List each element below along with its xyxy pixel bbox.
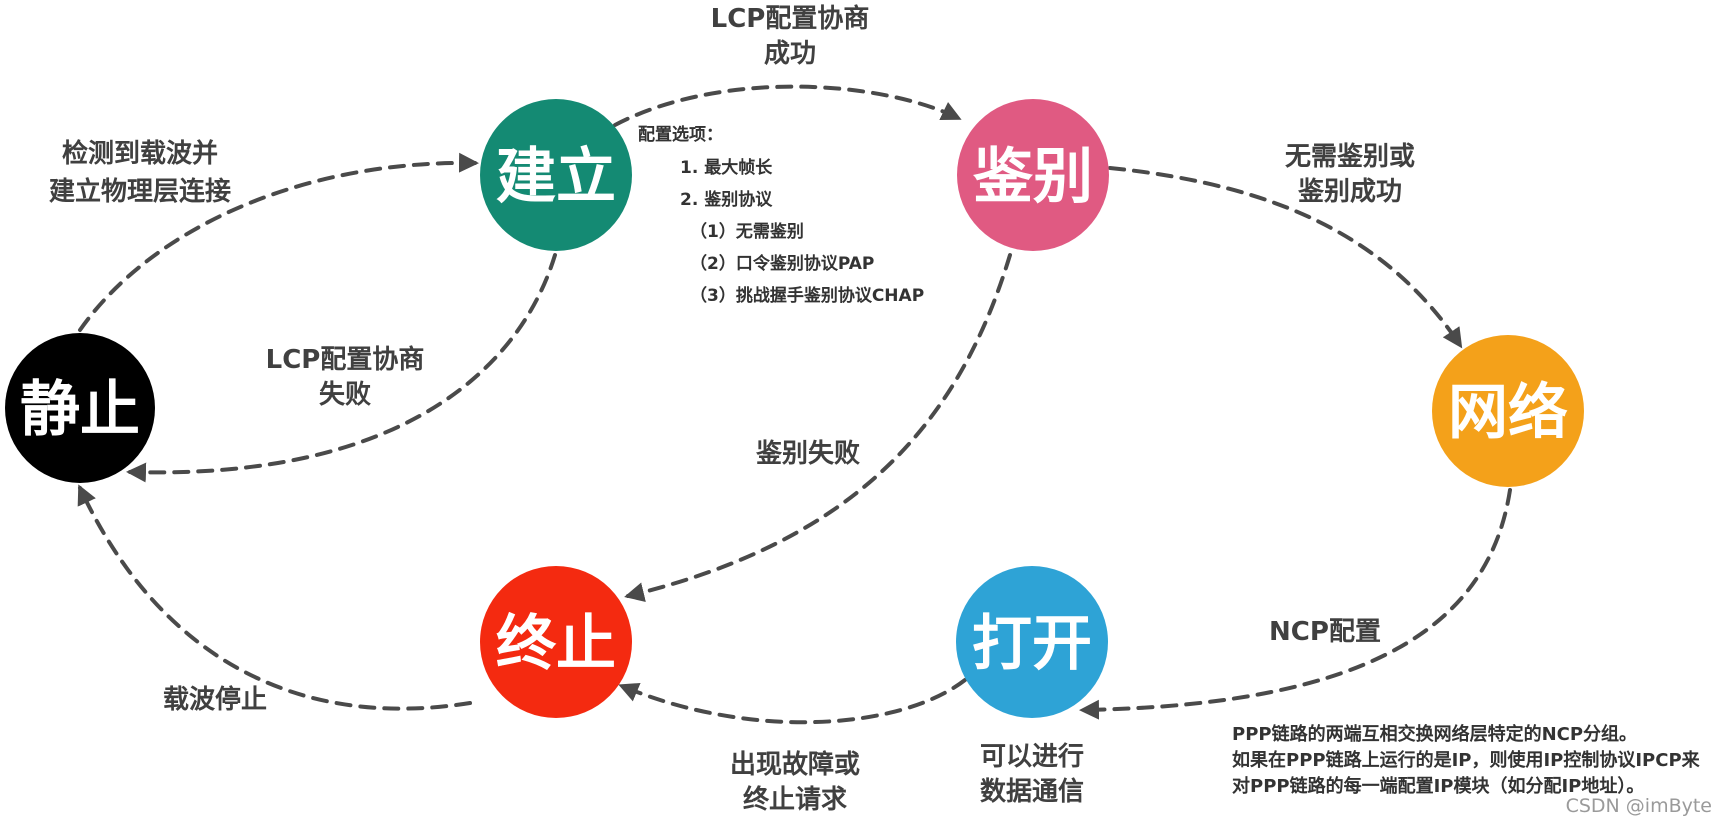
label-line: 成功 — [764, 39, 816, 69]
state-terminate-circle — [480, 566, 632, 718]
label-line: 检测到载波并 — [62, 138, 218, 169]
label-line: 鉴别失败 — [755, 439, 860, 469]
state-auth-circle — [957, 99, 1109, 251]
label-establish-to-static: LCP配置协商 失败 — [266, 344, 425, 410]
state-terminate: 终止 — [480, 566, 632, 718]
config-option-item: （2）口令鉴别协议PAP — [690, 253, 874, 274]
label-line: 可以进行 — [980, 741, 1084, 772]
state-network-circle — [1432, 335, 1584, 487]
label-auth-to-network: 无需鉴别或 鉴别成功 — [1285, 142, 1415, 207]
label-line: 数据通信 — [980, 777, 1084, 807]
config-option-item: （3）挑战握手鉴别协议CHAP — [690, 285, 924, 306]
state-open: 打开 — [956, 566, 1108, 718]
arrow-network-to-open — [1079, 488, 1512, 720]
label-line: 出现故障或 — [730, 749, 860, 780]
label-line: 失败 — [319, 380, 371, 410]
arrow-static-to-establish — [78, 152, 479, 332]
label-line: LCP配置协商 — [711, 3, 870, 34]
label-network-to-open: NCP配置 — [1269, 617, 1381, 647]
label-open-to-terminate: 出现故障或 终止请求 — [730, 749, 860, 815]
config-option-item: 1. 最大帧长 — [680, 157, 773, 178]
ncp-note-line: PPP链路的两端互相交换网络层特定的NCP分组。 — [1232, 723, 1637, 745]
label-line: 鉴别成功 — [1297, 177, 1402, 207]
state-static-label: 静止 — [20, 375, 140, 445]
label-line: 载波停止 — [163, 684, 267, 715]
state-terminate-label: 终止 — [496, 609, 616, 679]
state-network: 网络 — [1432, 335, 1584, 487]
arrow-terminate-to-static — [77, 484, 472, 711]
config-option-item: 2. 鉴别协议 — [680, 189, 773, 210]
state-open-circle — [956, 566, 1108, 718]
state-auth-label: 鉴别 — [973, 142, 1093, 212]
ncp-note-line: 对PPP链路的每一端配置IP模块（如分配IP地址）。 — [1232, 775, 1644, 797]
state-network-label: 网络 — [1448, 378, 1568, 448]
state-establish-circle — [480, 99, 632, 251]
config-options-note: 配置选项： 1. 最大帧长 2. 鉴别协议 （1）无需鉴别 （2）口令鉴别协议P… — [638, 125, 924, 306]
arrow-open-to-terminate — [618, 678, 967, 725]
config-options-title: 配置选项： — [638, 125, 723, 145]
label-static-to-establish: 检测到载波并 建立物理层连接 — [49, 138, 231, 207]
watermark: CSDN @imByte — [1566, 795, 1712, 817]
state-static: 静止 — [5, 333, 155, 483]
state-establish-label: 建立 — [496, 142, 616, 212]
label-terminate-to-static: 载波停止 — [163, 684, 267, 715]
state-open-label: 打开 — [972, 609, 1092, 679]
label-line: 建立物理层连接 — [49, 176, 231, 207]
arrow-establish-to-static — [126, 253, 557, 483]
label-open-note: 可以进行 数据通信 — [980, 741, 1084, 807]
label-line: NCP配置 — [1269, 617, 1381, 647]
state-auth: 鉴别 — [957, 99, 1109, 251]
state-establish: 建立 — [480, 99, 632, 251]
arrow-establish-to-auth — [613, 84, 962, 127]
config-option-item: （1）无需鉴别 — [690, 221, 804, 242]
label-line: 无需鉴别或 — [1285, 142, 1415, 172]
ncp-note-line: 如果在PPP链路上运行的是IP，则使用IP控制协议IPCP来 — [1232, 749, 1701, 771]
state-static-circle — [5, 333, 155, 483]
label-line: LCP配置协商 — [266, 344, 425, 375]
label-auth-to-terminate: 鉴别失败 — [755, 439, 860, 469]
label-line: 终止请求 — [743, 784, 847, 815]
ncp-note: PPP链路的两端互相交换网络层特定的NCP分组。 如果在PPP链路上运行的是IP… — [1232, 723, 1701, 797]
label-establish-to-auth: LCP配置协商 成功 — [711, 3, 870, 69]
arrow-auth-to-terminate — [624, 253, 1012, 602]
arrow-auth-to-network — [1108, 166, 1463, 349]
